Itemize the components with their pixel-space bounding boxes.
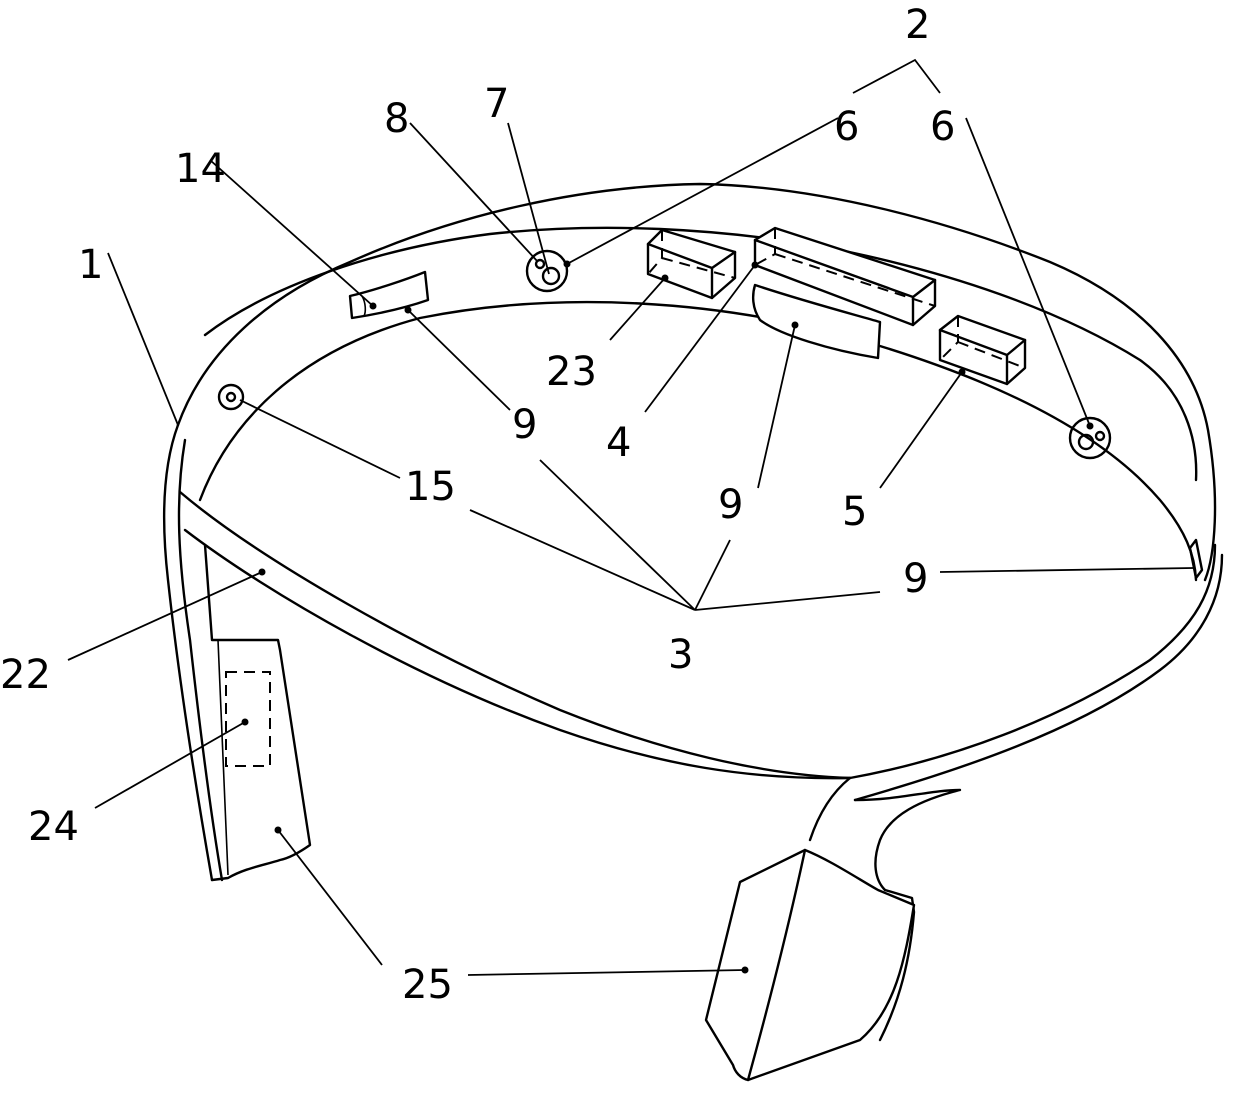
leader-23 [610,278,665,340]
leader-14 [210,160,373,306]
label-4: 4 [606,420,631,466]
label-3: 3 [668,632,693,678]
leader-lines [68,60,1193,975]
leader-2-bracket [853,60,940,93]
internal-module-24 [226,672,270,766]
leader-9-right [940,568,1193,572]
indicator-7 [543,268,559,284]
label-23: 23 [546,349,597,395]
band-inner-lower-edge [200,302,1196,580]
left-arm-outer-edge [164,425,212,880]
button-15 [219,385,243,409]
leader-25-right [468,970,745,975]
label-2: 2 [905,2,930,48]
right-temple-arm [706,778,960,1080]
label-14: 14 [175,146,226,192]
leader-22 [68,572,262,660]
label-24: 24 [28,804,79,850]
dot-6-left [564,261,571,268]
left-temple-arm [164,425,310,880]
label-9-left: 9 [512,402,537,448]
dot-22 [259,569,266,576]
label-9-right: 9 [903,556,928,602]
right-arm-lower-edge [855,790,960,890]
leader-5 [880,372,962,488]
leader-25-left [278,830,382,965]
label-15: 15 [405,464,456,510]
button-15-center [227,393,235,401]
band-components [219,228,1202,578]
sensor-pad-9-right [1190,540,1202,578]
dot-5 [959,369,966,376]
band-front-lower-edge [180,492,850,778]
leader-3-d [695,592,880,610]
leader-9-center [758,325,795,488]
module-box-23 [648,230,735,298]
dot-25-left [275,827,282,834]
label-1: 1 [78,242,103,288]
dot-25-right [742,967,749,974]
leader-8 [410,123,538,262]
label-7: 7 [484,81,509,127]
leader-1 [108,253,178,425]
leader-15 [240,400,400,478]
label-8: 8 [384,96,409,142]
indicator-6-right-small [1096,432,1104,440]
dot-23 [662,275,669,282]
label-9-center: 9 [718,482,743,528]
dot-6-right [1087,423,1094,430]
dot-9-left [405,307,412,314]
label-6-right: 6 [930,104,955,150]
leader-9-left [408,310,510,410]
dot-14 [370,303,377,310]
leader-24 [95,722,245,808]
leader-3-b [540,460,695,610]
label-5: 5 [842,489,867,535]
right-arm-upper-edge [810,778,850,840]
leader-3-a [470,510,695,610]
label-6-left: 6 [834,104,859,150]
label-25: 25 [402,962,453,1008]
dot-4 [752,262,759,269]
ear-piece-25 [706,850,914,1080]
label-22: 22 [0,652,51,698]
dot-9-center [792,322,799,329]
module-box-5 [940,316,1025,384]
leader-3-c [695,540,730,610]
dot-24 [242,719,249,726]
